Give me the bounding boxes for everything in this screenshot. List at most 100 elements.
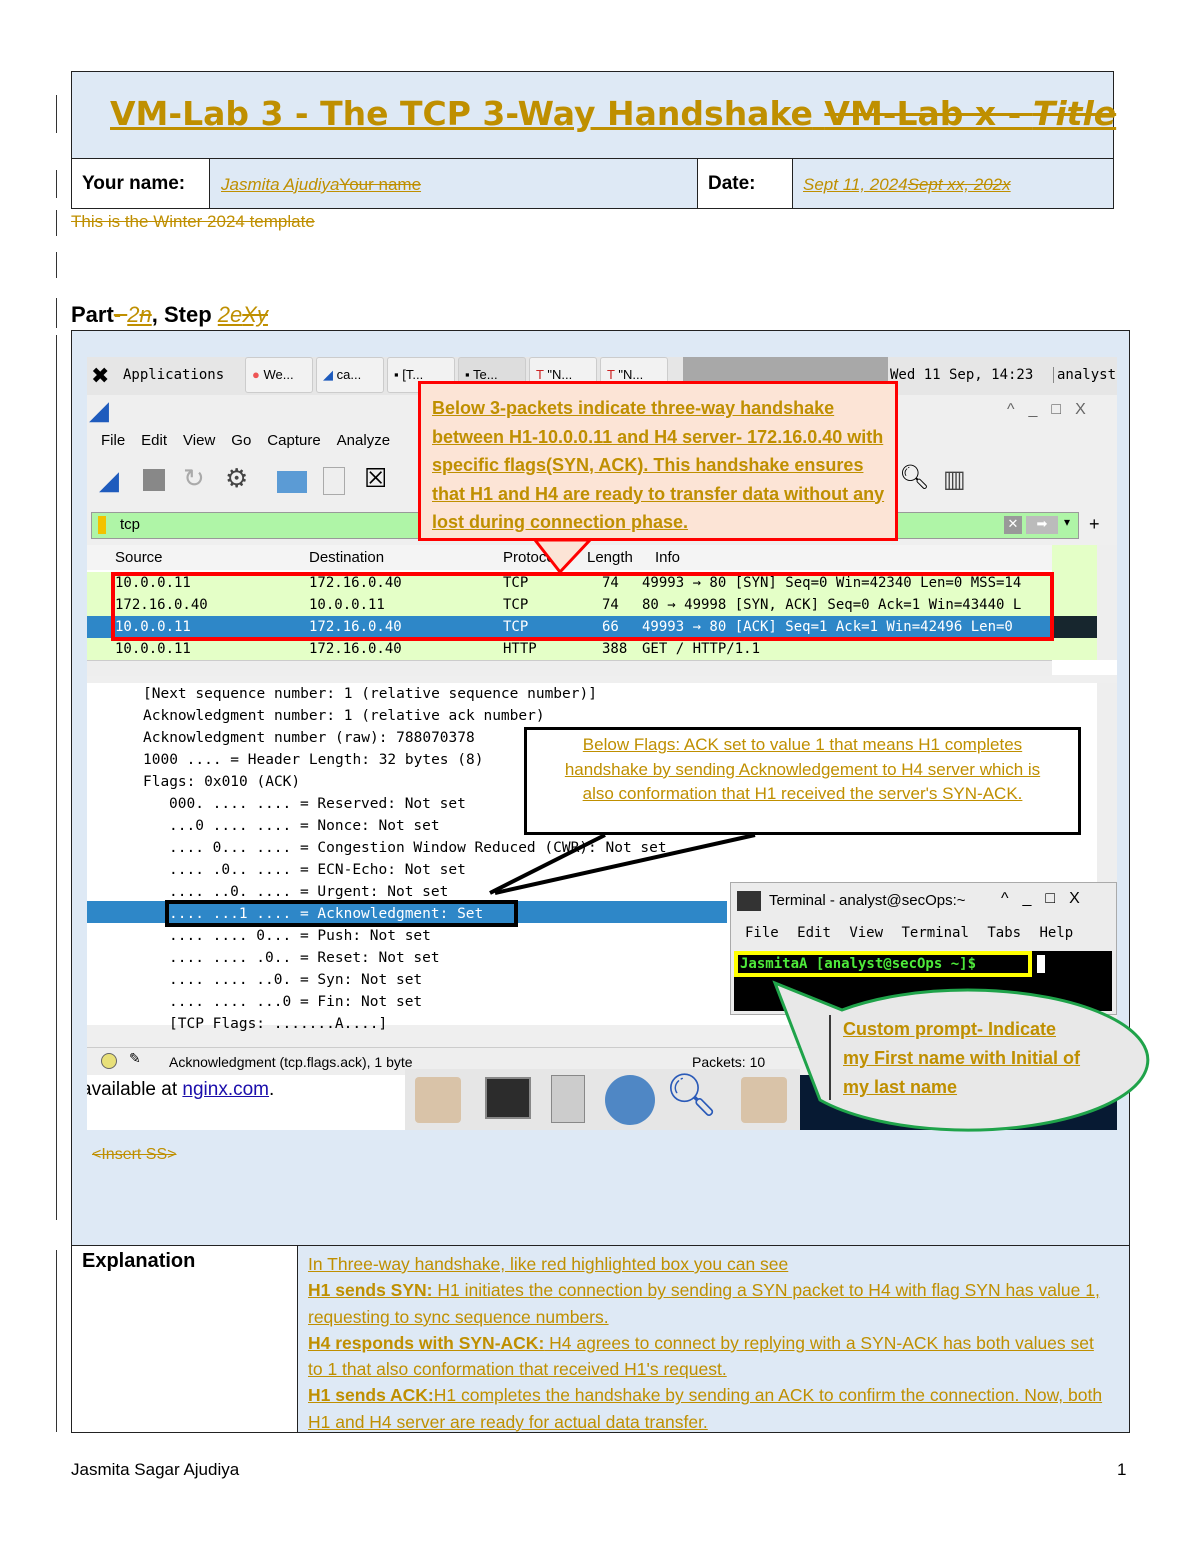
col-source[interactable]: Source bbox=[115, 549, 163, 566]
terminal-menu-file[interactable]: File bbox=[745, 925, 779, 941]
terminal-icon[interactable] bbox=[485, 1077, 531, 1119]
terminal-cursor bbox=[1037, 955, 1045, 973]
terminal-menu-edit[interactable]: Edit bbox=[797, 925, 831, 941]
search-icon[interactable]: 🔍︎ bbox=[665, 1071, 719, 1118]
capture-options-icon[interactable]: ⚙ bbox=[225, 463, 249, 493]
start-capture-icon[interactable]: ◢ bbox=[99, 465, 119, 495]
change-bar bbox=[56, 252, 57, 278]
web-browser-icon[interactable] bbox=[605, 1075, 655, 1125]
expert-info-icon[interactable] bbox=[101, 1053, 117, 1069]
stop-capture-icon[interactable] bbox=[143, 469, 165, 491]
change-bar bbox=[56, 1250, 57, 1432]
detail-line[interactable]: .... .... 0... = Push: Not set bbox=[169, 928, 431, 944]
detail-line[interactable]: Flags: 0x010 (ACK) bbox=[143, 774, 301, 790]
terminal-menu-view[interactable]: View bbox=[849, 925, 884, 941]
terminal-menu-terminal[interactable]: Terminal bbox=[901, 925, 969, 941]
detail-line[interactable]: .... 0... .... = Congestion Window Reduc… bbox=[169, 840, 667, 856]
black-callout-arrow bbox=[489, 833, 606, 895]
close-file-icon[interactable]: ☒ bbox=[364, 463, 388, 493]
packet-src: 10.0.0.11 bbox=[115, 619, 191, 635]
menu-view[interactable]: View bbox=[183, 432, 216, 449]
packet-info: 80 → 49998 [SYN, ACK] Seq=0 Ack=1 Win=43… bbox=[642, 597, 1022, 613]
applications-icon: ✖ bbox=[91, 363, 110, 388]
save-file-icon[interactable] bbox=[323, 467, 345, 495]
menu-edit[interactable]: Edit bbox=[141, 432, 168, 449]
terminal-menu-help[interactable]: Help bbox=[1039, 925, 1074, 941]
packet-proto: TCP bbox=[503, 619, 529, 635]
task-item[interactable]: ◢ ca... bbox=[316, 357, 384, 393]
detail-line[interactable]: Acknowledgment number: 1 (relative ack n… bbox=[143, 708, 545, 724]
user-menu[interactable]: analyst bbox=[1053, 367, 1116, 383]
filter-dropdown-icon[interactable]: ▾ bbox=[1064, 515, 1071, 529]
wireshark-logo-icon: ◢ bbox=[89, 395, 109, 425]
footer-author: Jasmita Sagar Ajudiya bbox=[71, 1460, 240, 1479]
menu-go[interactable]: Go bbox=[231, 432, 252, 449]
packet-dst: 172.16.0.40 bbox=[309, 641, 402, 657]
menu-capture[interactable]: Capture bbox=[267, 432, 321, 449]
detail-line[interactable]: .... .... ...0 = Fin: Not set bbox=[169, 994, 423, 1010]
apply-filter-icon[interactable]: ➡ bbox=[1026, 516, 1058, 534]
detail-line[interactable]: 000. .... .... = Reserved: Not set bbox=[169, 796, 466, 812]
clear-filter-icon[interactable]: ✕ bbox=[1004, 516, 1022, 534]
name-label: Your name: bbox=[82, 173, 186, 194]
detail-line[interactable]: .... ..0. .... = Urgent: Not set bbox=[169, 884, 449, 900]
change-bar bbox=[56, 170, 57, 198]
detail-line[interactable]: Acknowledgment number (raw): 788070378 bbox=[143, 730, 475, 746]
bookmark-icon[interactable] bbox=[98, 516, 106, 534]
terminal-window-controls[interactable]: ^_□X bbox=[1001, 890, 1094, 907]
packet-list-scrollbar[interactable] bbox=[1097, 545, 1117, 660]
task-item[interactable]: ● We... bbox=[245, 357, 313, 393]
clock: Wed 11 Sep, 14:23 bbox=[890, 367, 1034, 383]
packet-info: 49993 → 80 [ACK] Seq=1 Ack=1 Win=42496 L… bbox=[642, 619, 1013, 635]
col-destination[interactable]: Destination bbox=[309, 549, 385, 566]
terminal-icon bbox=[737, 891, 761, 911]
ack-flag-highlight bbox=[165, 900, 518, 927]
packet-list-hscrollbar[interactable] bbox=[87, 660, 1052, 676]
folder-icon[interactable] bbox=[741, 1077, 787, 1123]
add-filter-button[interactable]: + bbox=[1089, 514, 1100, 534]
col-info[interactable]: Info bbox=[655, 549, 681, 566]
packet-proto: HTTP bbox=[503, 641, 537, 657]
date-label: Date: bbox=[708, 173, 756, 194]
change-bar bbox=[56, 95, 57, 133]
green-callout-shape bbox=[772, 980, 1150, 1132]
title-cell: VM-Lab 3 - The TCP 3-Way Handshake VM-La… bbox=[71, 71, 1116, 159]
detail-line[interactable]: ...0 .... .... = Nonce: Not set bbox=[169, 818, 440, 834]
window-controls[interactable]: ^_□X bbox=[1007, 401, 1100, 418]
detail-line[interactable]: .... .0.. .... = ECN-Echo: Not set bbox=[169, 862, 466, 878]
col-length[interactable]: Length bbox=[587, 549, 633, 566]
packet-src: 10.0.0.11 bbox=[115, 575, 191, 591]
open-file-icon[interactable] bbox=[277, 471, 307, 493]
packet-info: GET / HTTP/1.1 bbox=[642, 641, 761, 657]
packet-info: 49993 → 80 [SYN] Seq=0 Win=42340 Len=0 M… bbox=[642, 575, 1022, 591]
edit-icon[interactable]: ✎ bbox=[129, 1050, 141, 1066]
detail-line[interactable]: .... .... ..0. = Syn: Not set bbox=[169, 972, 423, 988]
detail-line[interactable]: .... .... .0.. = Reset: Not set bbox=[169, 950, 440, 966]
restart-capture-icon[interactable]: ↻ bbox=[183, 463, 205, 493]
dock: 🔍︎ bbox=[405, 1069, 800, 1130]
detail-line[interactable]: 1000 .... = Header Length: 32 bytes (8) bbox=[143, 752, 484, 768]
change-bar bbox=[56, 210, 57, 236]
detail-line[interactable]: [TCP Flags: .......A....] bbox=[169, 1016, 388, 1032]
file-cabinet-icon[interactable] bbox=[551, 1075, 585, 1123]
zoom-out-icon[interactable]: 🔍︎ bbox=[899, 464, 930, 491]
detail-line[interactable]: .... ...1 .... = Acknowledgment: Set bbox=[169, 906, 484, 922]
packet-len: 74 bbox=[602, 597, 619, 613]
applications-menu[interactable]: Applications bbox=[123, 367, 225, 383]
terminal-prompt: JasmitaA [analyst@secOps ~]$ bbox=[734, 951, 1032, 977]
black-callout: Below Flags: ACK set to value 1 that mea… bbox=[524, 727, 1081, 835]
detail-line[interactable]: [Next sequence number: 1 (relative seque… bbox=[143, 686, 597, 702]
terminal-menu: File Edit View Terminal Tabs Help bbox=[745, 925, 1073, 941]
files-icon[interactable] bbox=[415, 1077, 461, 1123]
status-packets: Packets: 10 bbox=[692, 1054, 766, 1070]
packet-src: 10.0.0.11 bbox=[115, 641, 191, 657]
nginx-link[interactable]: nginx.com bbox=[182, 1079, 270, 1100]
resize-columns-icon[interactable]: ▥ bbox=[943, 466, 966, 493]
menu-file[interactable]: File bbox=[101, 432, 126, 449]
terminal-menu-tabs[interactable]: Tabs bbox=[987, 925, 1022, 941]
menu-analyze[interactable]: Analyze bbox=[336, 432, 391, 449]
